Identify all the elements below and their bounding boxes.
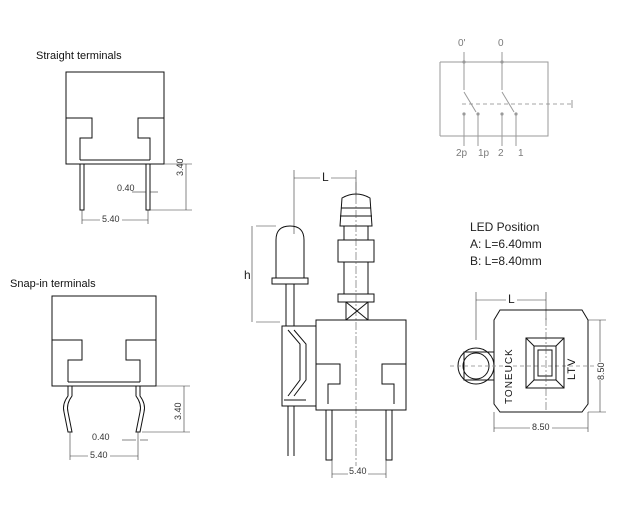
top-view-height-dim: 8.50 <box>596 362 606 380</box>
top-view-code: LTV <box>566 357 578 380</box>
side-view-h-dim: h <box>244 268 251 282</box>
led-position-title: LED Position <box>470 220 540 234</box>
top-view-drawing <box>450 292 606 432</box>
schematic-terminal-0: 0 <box>498 38 504 49</box>
straight-terminals-drawing <box>65 71 192 224</box>
snapin-terminals-drawing <box>51 295 190 460</box>
straight-pitch-dim: 5.40 <box>100 214 122 224</box>
switch-schematic <box>439 52 573 146</box>
schematic-terminal-1p: 1p <box>478 148 490 159</box>
led-option-a: A: L=6.40mm <box>470 237 542 251</box>
top-view-L-dim: L <box>506 292 517 306</box>
top-view-brand: TONEUCK <box>504 348 515 404</box>
straight-height-dim: 3.40 <box>175 158 185 176</box>
snapin-terminals-title: Snap-in terminals <box>10 278 96 290</box>
snapin-pitch-dim: 5.40 <box>88 450 110 460</box>
led-option-b: B: L=8.40mm <box>470 254 542 268</box>
schematic-terminal-0prime: 0' <box>458 38 466 49</box>
side-view-drawing <box>251 170 407 478</box>
top-view-width-dim: 8.50 <box>530 422 552 432</box>
snapin-gap-dim: 0.40 <box>92 432 110 442</box>
side-view-pitch-dim: 5.40 <box>348 466 368 476</box>
straight-terminals-title: Straight terminals <box>36 50 122 62</box>
straight-gap-dim: 0.40 <box>117 183 135 193</box>
snapin-height-dim: 3.40 <box>173 402 183 420</box>
side-view-L-dim: L <box>320 170 331 184</box>
schematic-terminal-2: 2 <box>498 148 504 159</box>
schematic-terminal-1: 1 <box>518 148 524 159</box>
schematic-terminal-2p: 2p <box>456 148 468 159</box>
